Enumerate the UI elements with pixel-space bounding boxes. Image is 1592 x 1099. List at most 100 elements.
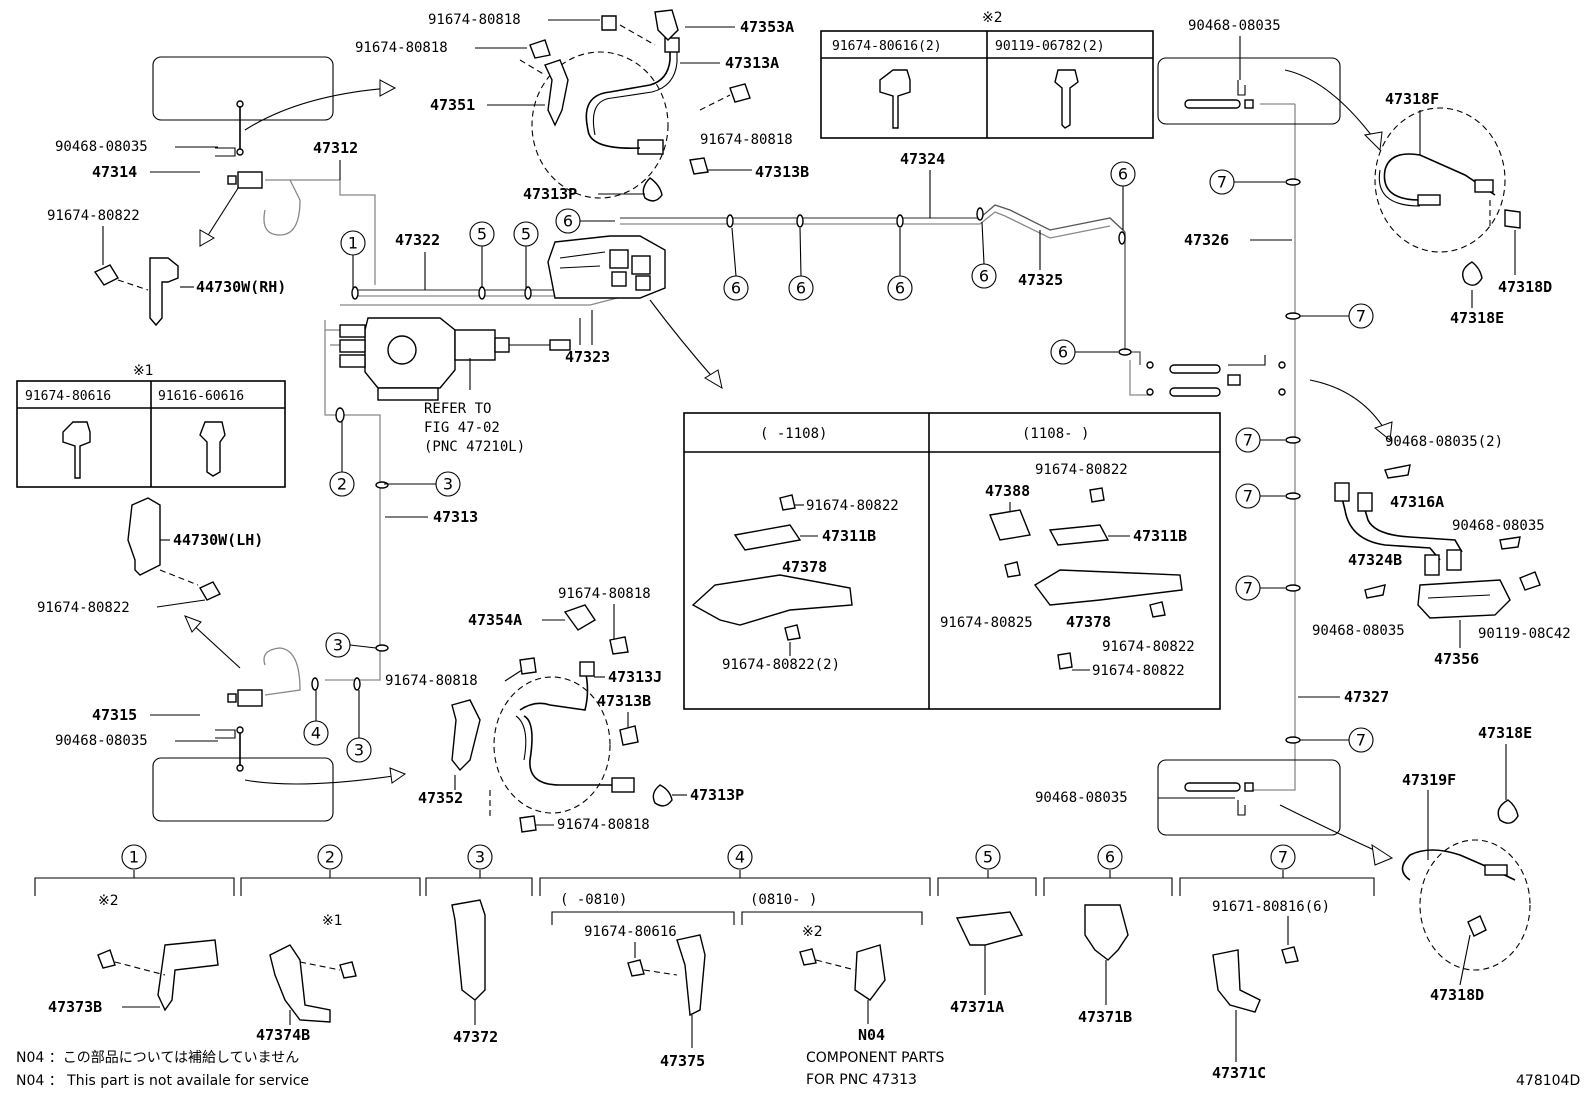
detail-frame-bottom-left <box>152 757 334 822</box>
clip-icon <box>1497 799 1519 824</box>
label-47318F: 47318F <box>1385 90 1439 108</box>
callout-6: 6 <box>979 267 989 286</box>
legend-part-47371C: 47371C <box>1212 1064 1266 1082</box>
figure-id: 478104D <box>1516 1073 1580 1089</box>
callout-6: 6 <box>796 279 806 298</box>
bolt-icon <box>601 15 617 31</box>
callout-7: 7 <box>1356 731 1366 750</box>
bracket-44730W-LH <box>127 497 161 576</box>
callout-6: 6 <box>731 279 741 298</box>
label-clip: 90468-08035 <box>55 139 148 155</box>
legend-part-47371B: 47371B <box>1078 1008 1132 1026</box>
label-47313B: 47313B <box>597 692 651 710</box>
legend-range: (0810- ) <box>750 892 817 908</box>
legend-brackets <box>34 870 1375 925</box>
label-47318E: 47318E <box>1450 309 1504 327</box>
table2-col1: 91674-80616(2) <box>832 39 942 54</box>
hose-47313J <box>519 669 589 711</box>
label-47312: 47312 <box>313 139 358 157</box>
label-47313P: 47313P <box>523 185 577 203</box>
sensor-47315-body <box>237 689 263 707</box>
refer-line1: REFER TO <box>424 401 491 417</box>
wire-47325 <box>1124 232 1141 365</box>
legend-part-N04: N04 <box>858 1026 885 1044</box>
clamp-N04 <box>854 944 886 1001</box>
callout-6: 6 <box>1118 165 1128 184</box>
bolt-icon <box>199 581 221 601</box>
hose-47318F <box>1383 153 1496 201</box>
wire-47313-upper <box>324 345 340 416</box>
bolt-icon <box>529 39 551 59</box>
detail-frame-top-left <box>152 56 334 121</box>
bracket-47378-left <box>691 574 853 626</box>
bracket-47353A <box>654 9 679 41</box>
bracket-47352 <box>451 699 481 772</box>
label-bolt: 91674-80822 <box>806 498 899 514</box>
label-bolt: 91674-80818 <box>700 132 793 148</box>
callout-2: 2 <box>337 475 347 494</box>
arrow-line <box>244 87 391 131</box>
label-47354A: 47354A <box>468 611 522 629</box>
bolt-icon <box>199 421 226 477</box>
bolt-icon <box>1519 571 1541 591</box>
wire-47323 <box>340 295 626 306</box>
label-47352: 47352 <box>418 789 463 807</box>
note-english: N04 ： This part is not availale for serv… <box>16 1073 309 1089</box>
label-47313A: 47313A <box>725 54 779 72</box>
bolt-flange-icon <box>62 421 91 479</box>
callout-6: 6 <box>895 279 905 298</box>
clip-47371A <box>955 911 1024 946</box>
legend-component-1: COMPONENT PARTS <box>806 1050 945 1066</box>
legend-bolt: 91674-80616 <box>584 924 677 940</box>
bolt-icon <box>1467 915 1487 937</box>
bracket-47378-right <box>1033 569 1183 606</box>
bolt-icon <box>93 264 119 286</box>
label-47351: 47351 <box>430 96 475 114</box>
label-47356: 47356 <box>1434 650 1479 668</box>
clamp-47375 <box>676 934 706 1017</box>
sensor-47314-body <box>237 171 263 189</box>
label-clip: 90468-08035 <box>1312 623 1405 639</box>
legend-mark: ※2 <box>98 893 119 909</box>
hose-47313A <box>585 48 671 131</box>
hose-detail-circle <box>1374 107 1506 253</box>
callout-7: 7 <box>1217 173 1227 192</box>
label-47353A: 47353A <box>740 18 794 36</box>
callout-7: 7 <box>1243 487 1253 506</box>
callout-4: 4 <box>311 724 321 743</box>
wire-47312 <box>290 179 376 285</box>
refer-line2: FIG 47-02 <box>424 420 500 436</box>
hose-47319F <box>1401 849 1516 881</box>
callout-7: 7 <box>1243 431 1253 450</box>
clamp-47374B <box>269 944 331 1023</box>
label-bolt: 91674-80822 <box>37 600 130 616</box>
wire-loop <box>263 647 301 696</box>
label-47327: 47327 <box>1344 688 1389 706</box>
legend-part-47372: 47372 <box>453 1028 498 1046</box>
arrow-head <box>379 79 397 97</box>
refer-line3: (PNC 47210L) <box>424 439 525 455</box>
wire-47313 <box>325 414 381 681</box>
detail-box <box>683 412 1221 710</box>
callout-6: 6 <box>1058 343 1068 362</box>
legend-num-1: 1 <box>129 848 139 867</box>
bolt-icon <box>519 657 537 675</box>
callout-5: 5 <box>521 225 531 244</box>
legend-num-6: 6 <box>1105 848 1115 867</box>
table1-mark: ※1 <box>133 363 154 379</box>
legend-part-47373B: 47373B <box>48 998 102 1016</box>
legend-component-2: FOR PNC 47313 <box>806 1072 917 1088</box>
label-clip: 90468-08035 <box>1188 18 1281 34</box>
callout-1: 1 <box>348 234 358 253</box>
callout-5: 5 <box>477 225 487 244</box>
wire-47326-47327 <box>1250 104 1296 791</box>
label-47313B: 47313B <box>755 163 809 181</box>
label-bolt: 91674-80822 <box>1102 639 1195 655</box>
arrow-line <box>189 621 241 669</box>
bolt-flange-icon <box>879 69 911 129</box>
bolt-icon <box>619 725 639 746</box>
label-47318D: 47318D <box>1498 278 1552 296</box>
arrow-line <box>204 184 241 241</box>
